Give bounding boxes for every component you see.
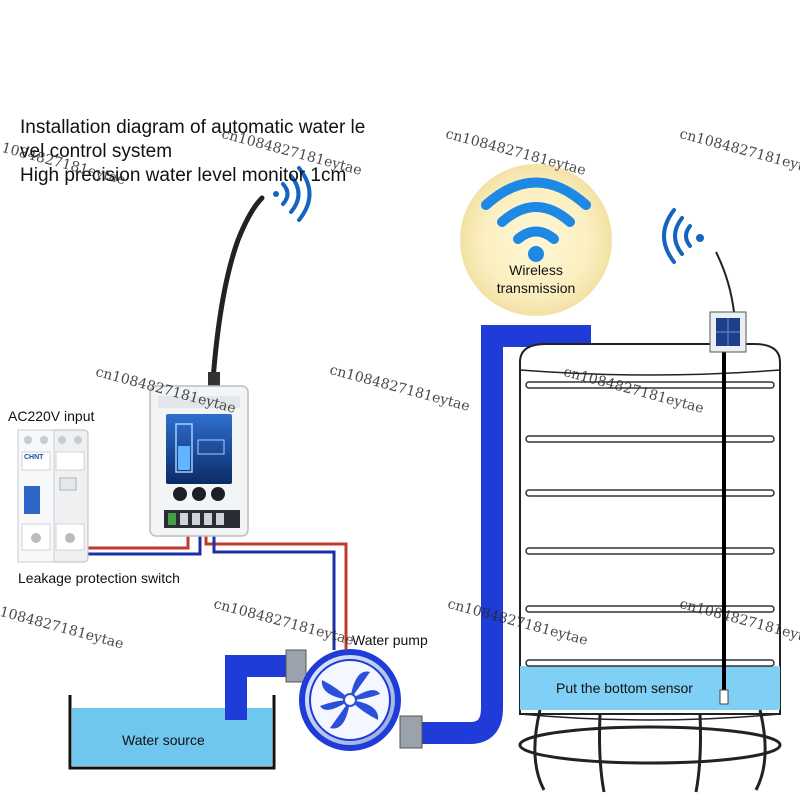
controller-unit (149, 385, 249, 537)
ac-input-label: AC220V input (8, 408, 95, 424)
title-line-3: High precision water level monitor 1cm (20, 165, 347, 186)
wifi-icon (481, 177, 591, 244)
wireless-transmission-badge (460, 164, 612, 316)
wifi-icon (273, 166, 312, 222)
water-pump (299, 649, 401, 751)
wireless-label-line-1: Wireless (509, 262, 563, 278)
antenna-icon (208, 195, 265, 386)
fan-icon (320, 671, 380, 729)
title-line-1: Installation diagram of automatic water … (20, 117, 366, 138)
water-pump-label: Water pump (352, 632, 428, 648)
level-sensor (709, 251, 747, 705)
wireless-label-line-2: transmission (496, 280, 576, 296)
storage-tank (518, 343, 782, 793)
title-line-2: vel control system (20, 141, 173, 162)
breaker-brand-label: CHNT (24, 454, 44, 461)
wifi-icon (662, 208, 704, 264)
bottom-sensor-label: Put the bottom sensor (556, 680, 693, 696)
water-source-label: Water source (122, 732, 205, 748)
page-title: Installation diagram of automatic water … (20, 116, 365, 188)
leakage-switch-label: Leakage protection switch (18, 570, 180, 586)
leakage-protection-switch (17, 429, 89, 563)
inlet-pipe (225, 649, 307, 720)
solar-sensor-icon (709, 311, 747, 353)
